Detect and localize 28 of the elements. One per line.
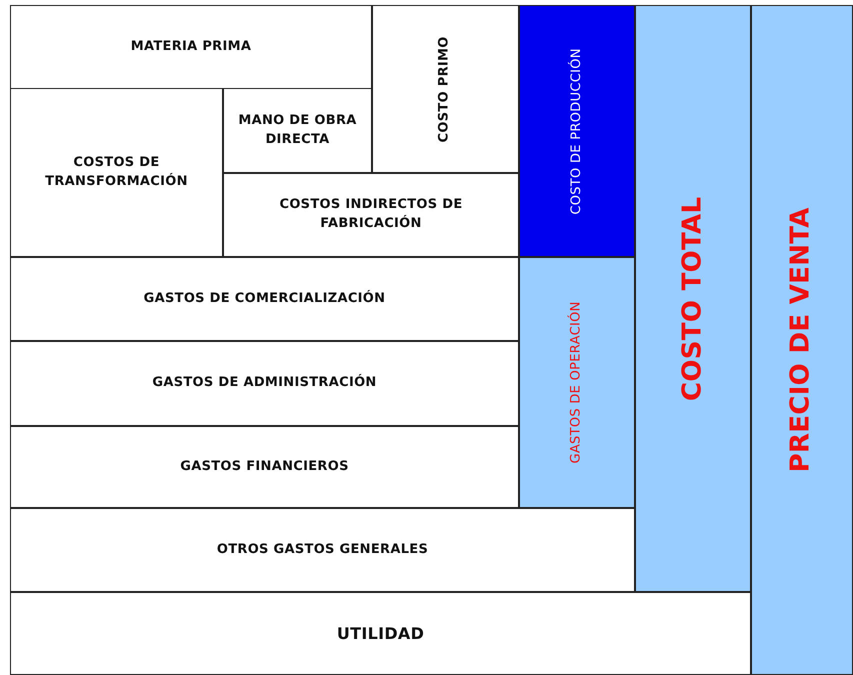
block-label: GASTOS DE ADMINISTRACIÓN [152, 374, 377, 392]
cost-block [10, 592, 751, 675]
block-label: COSTO TOTAL [676, 196, 708, 401]
block-label: OTROS GASTOS GENERALES [216, 540, 428, 559]
cost-block [519, 5, 635, 257]
cost-block [10, 257, 519, 341]
block-label: COSTOS DE TRANSFORMACIÓN [44, 154, 189, 190]
cost-block [751, 5, 853, 675]
cost-block [223, 173, 519, 257]
block-label: GASTOS DE OPERACIÓN [568, 301, 585, 464]
cost-block [10, 5, 372, 89]
block-label: MANO DE OBRA DIRECTA [237, 112, 358, 148]
block-label: COSTO DE PRODUCCIÓN [568, 48, 585, 214]
cost-block [223, 88, 372, 173]
cost-block [519, 257, 635, 508]
block-label: UTILIDAD [336, 622, 424, 645]
cost-block [635, 5, 751, 592]
cost-block [10, 88, 223, 257]
cost-block [10, 341, 519, 426]
block-label: PRECIO DE VENTA [785, 207, 818, 473]
cost-block [372, 5, 519, 173]
block-label: MATERIA PRIMA [130, 38, 252, 56]
cost-block [10, 508, 635, 592]
block-label: COSTO PRIMO [436, 36, 454, 142]
block-label: GASTOS DE COMERCIALIZACIÓN [144, 290, 386, 308]
block-label: COSTOS INDIRECTOS DE FABRICACIÓN [278, 196, 464, 233]
block-label: GASTOS FINANCIEROS [180, 458, 349, 476]
cost-block [10, 426, 519, 508]
